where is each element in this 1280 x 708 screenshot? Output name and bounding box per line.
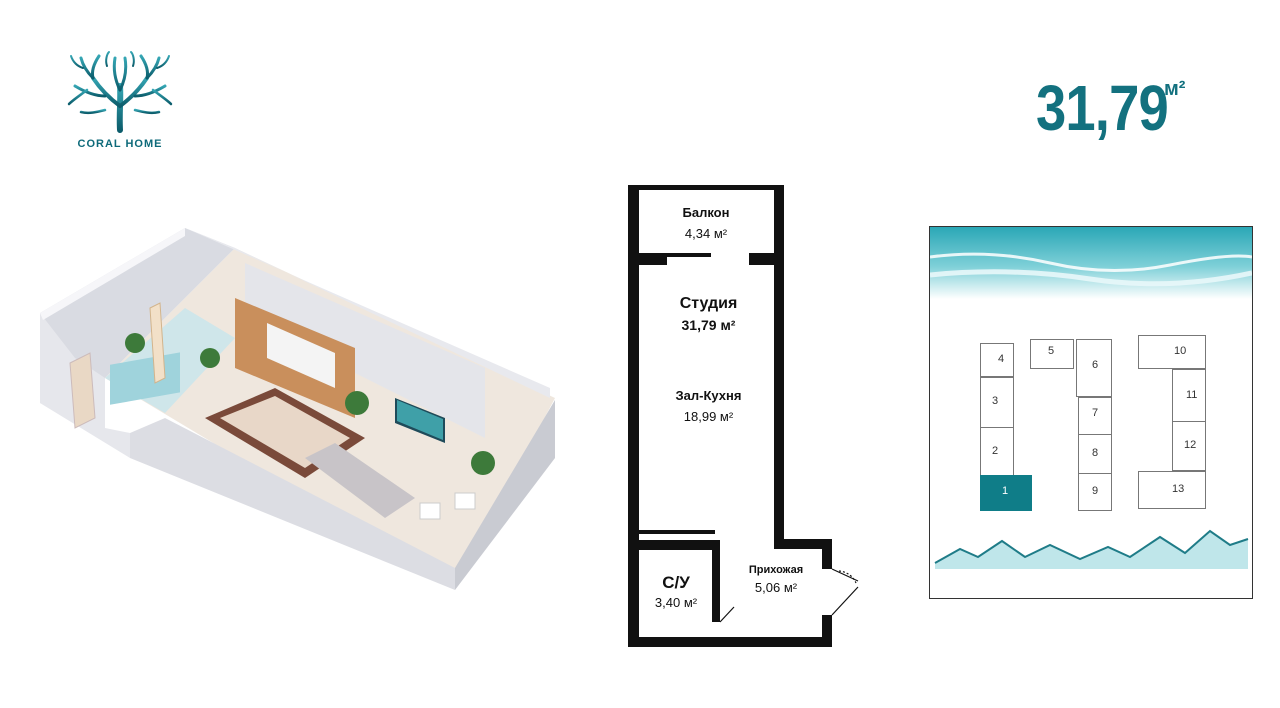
building-number: 11 (1186, 389, 1198, 401)
brand-logo: CORAL HOME (60, 50, 180, 150)
sea-strip (930, 227, 1252, 299)
room-living-kitchen-name: Зал-Кухня (675, 388, 742, 403)
building-number: 9 (1092, 485, 1099, 497)
building-number: 13 (1172, 483, 1185, 495)
building-4[interactable] (980, 343, 1014, 377)
room-studio: Студия 31,79 м² (656, 295, 761, 333)
room-studio-area: 31,79 м² (681, 317, 736, 333)
room-living-kitchen-area: 18,99 м² (683, 409, 734, 424)
building-10[interactable] (1138, 335, 1206, 369)
mountains-icon (935, 531, 1248, 569)
building-number: 5 (1048, 345, 1055, 357)
room-hallway-area: 5,06 м² (754, 580, 798, 595)
building-13[interactable] (1138, 471, 1206, 509)
room-balcony-area: 4,34 м² (684, 226, 728, 241)
building-number: 3 (992, 395, 999, 407)
building-6[interactable] (1076, 339, 1112, 397)
building-3[interactable] (980, 377, 1014, 429)
building-number: 8 (1092, 447, 1099, 459)
building-12[interactable] (1172, 421, 1206, 471)
room-studio-name: Студия (679, 295, 738, 312)
floor-plan-walls (628, 185, 859, 647)
room-hallway-name: Прихожая (748, 564, 804, 576)
building-number: 6 (1092, 359, 1099, 371)
building-11[interactable] (1172, 369, 1206, 423)
coral-icon (67, 51, 173, 133)
building-number: 12 (1184, 439, 1197, 451)
room-living-kitchen: Зал-Кухня 18,99 м² (656, 388, 761, 424)
total-area: 31,79 м² (1036, 76, 1191, 140)
brand-name: CORAL HOME (77, 138, 163, 150)
building-number: 4 (998, 353, 1005, 365)
room-bathroom-area: 3,40 м² (654, 595, 698, 610)
room-hallway: Прихожая 5,06 м² (740, 564, 812, 595)
site-plan: 4 3 2 1 5 6 7 8 9 10 11 12 13 (929, 226, 1253, 599)
floor-plan: Балкон 4,34 м² Студия 31,79 м² Зал-Кухня… (626, 185, 866, 650)
site-plan-background (930, 227, 1252, 569)
room-bathroom-name: С/У (662, 573, 690, 592)
room-balcony-name: Балкон (682, 205, 730, 220)
building-7[interactable] (1078, 397, 1112, 435)
building-9[interactable] (1078, 473, 1112, 511)
building-1-highlighted[interactable] (980, 475, 1032, 511)
room-balcony: Балкон 4,34 м² (666, 205, 746, 241)
building-number: 7 (1092, 407, 1099, 419)
total-area-value: 31,79 (1036, 72, 1169, 144)
apartment-3d-render (40, 228, 555, 590)
building-number: 10 (1174, 345, 1187, 357)
total-area-unit: м² (1164, 78, 1186, 100)
building-number: 2 (992, 445, 999, 457)
room-bathroom: С/У 3,40 м² (642, 573, 710, 610)
building-8[interactable] (1078, 434, 1112, 474)
building-number: 1 (1002, 485, 1009, 497)
building-5[interactable] (1030, 339, 1074, 369)
